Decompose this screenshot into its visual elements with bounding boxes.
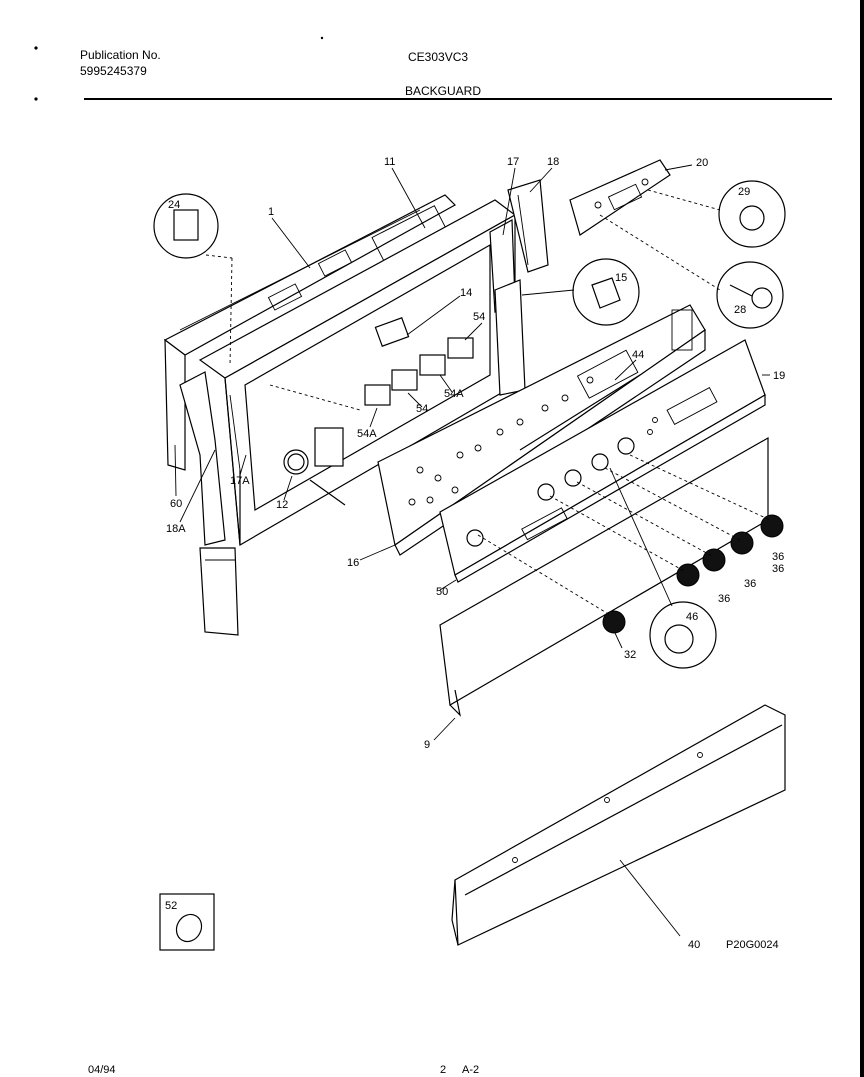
callout-12: 12 (276, 499, 288, 511)
callout-50: 50 (436, 586, 448, 598)
callout-1: 1 (268, 206, 274, 218)
footer-date: 04/94 (88, 1064, 116, 1076)
callout-36-b: 36 (772, 563, 784, 575)
callout-11: 11 (384, 156, 395, 168)
diagram-code: P20G0024 (726, 939, 779, 951)
part-clock-bracket (569, 159, 671, 236)
callout-leaders (174, 164, 770, 937)
callout-52: 52 (165, 900, 177, 912)
page-edge (860, 0, 864, 1077)
part-back-panel (163, 194, 456, 471)
callout-17A: 17A (230, 475, 250, 487)
callout-17: 17 (507, 156, 519, 168)
callout-labels: 1 11 17 18 20 24 29 28 15 14 54 54A 54 5… (165, 156, 785, 951)
callout-54-mid: 54 (416, 403, 428, 415)
callout-44: 44 (632, 349, 644, 361)
callout-29: 29 (738, 186, 750, 198)
detail-circles (153, 180, 786, 669)
part-side-bracket (489, 179, 549, 396)
callout-36-d: 36 (718, 593, 730, 605)
part-end-cap (179, 371, 239, 636)
callout-60: 60 (170, 498, 182, 510)
callout-15: 15 (615, 272, 627, 284)
section-title: BACKGUARD (405, 84, 482, 98)
callout-54-top: 54 (473, 311, 485, 323)
callout-19: 19 (773, 370, 785, 382)
callout-18A: 18A (166, 523, 186, 535)
callout-20: 20 (696, 157, 708, 169)
callout-54A-left: 54A (357, 428, 377, 440)
footer-page: 2 (440, 1064, 446, 1076)
footer-page-ref: A-2 (462, 1064, 479, 1076)
publication-number: 5995245379 (80, 64, 147, 78)
callout-36-a: 36 (772, 551, 784, 563)
part-bottom-rail (451, 704, 786, 946)
callout-18: 18 (547, 156, 559, 168)
callout-24: 24 (168, 199, 180, 211)
leader-lines (205, 189, 771, 616)
callout-16: 16 (347, 557, 359, 569)
callout-54A-right: 54A (444, 388, 464, 400)
callout-46: 46 (686, 611, 698, 623)
part-front-panel (439, 339, 766, 583)
callout-14: 14 (460, 287, 472, 299)
callout-28: 28 (734, 304, 746, 316)
callout-32: 32 (624, 649, 636, 661)
part-52-box (159, 893, 215, 951)
callout-9: 9 (424, 739, 430, 751)
header-rule (84, 98, 832, 100)
model-number: CE303VC3 (408, 50, 469, 64)
part-thermostat (283, 427, 346, 506)
callout-36-c: 36 (744, 578, 756, 590)
callout-40: 40 (688, 939, 700, 951)
part-switches (364, 317, 474, 406)
knobs (602, 514, 784, 634)
publication-label: Publication No. (80, 48, 161, 62)
part-frame (198, 199, 517, 546)
